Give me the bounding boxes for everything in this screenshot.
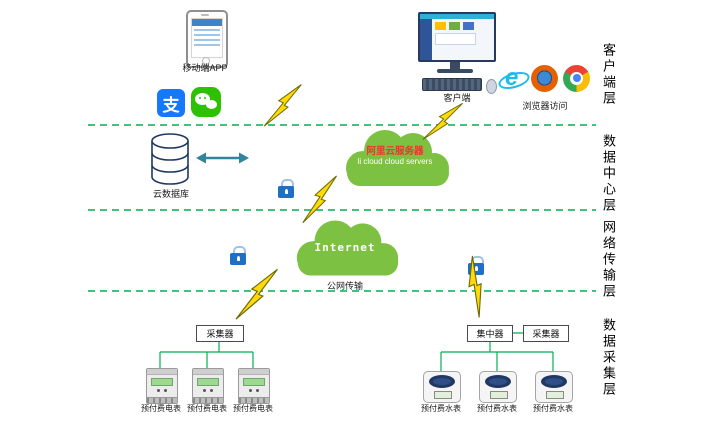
electric-meter-label: 预付费电表 <box>141 404 181 413</box>
chrome-browser-icon <box>563 64 590 92</box>
layer-label-client: 客户端层 <box>601 43 616 107</box>
db-cloud-arrow <box>196 152 249 164</box>
internet-cloud: Internet <box>286 214 404 284</box>
collector-right-box: 采集器 <box>523 325 569 342</box>
mobile-phone-icon <box>186 10 228 68</box>
water-meter <box>535 371 573 403</box>
collector-tree-right <box>440 332 554 371</box>
water-meter <box>479 371 517 403</box>
electric-meter <box>146 368 178 404</box>
browser-icons: e <box>496 64 592 93</box>
internet-label: Internet <box>314 241 376 254</box>
water-meter <box>423 371 461 403</box>
water-meter-label: 预付费水表 <box>477 404 517 413</box>
electric-meter <box>238 368 270 404</box>
collector-left-box: 采集器 <box>196 325 244 342</box>
ali-cloud-subtitle: li cloud cloud servers <box>357 157 433 166</box>
water-meter-label: 预付费水表 <box>533 404 573 413</box>
mouse-icon <box>486 79 497 94</box>
concentrator-box: 集中器 <box>467 325 513 342</box>
water-meter-label: 预付费水表 <box>421 404 461 413</box>
layer-label-datacenter: 数据中心层 <box>601 134 616 214</box>
phone-screen <box>191 18 223 58</box>
electric-meter-label: 预付费电表 <box>187 404 227 413</box>
browser-access-label: 浏览器访问 <box>522 101 568 111</box>
monitor-screen <box>418 12 496 62</box>
monitor-stand <box>450 62 460 69</box>
cloud-database-icon <box>149 131 191 187</box>
desktop-computer-icon <box>418 12 498 98</box>
alipay-icon: 支 <box>157 89 185 117</box>
ie-glyph: e <box>505 64 519 91</box>
wechat-icon <box>191 87 221 117</box>
ali-cloud-server: 阿里云服务器 li cloud cloud servers <box>333 124 457 194</box>
lightning-bolt <box>422 102 464 140</box>
security-lock-icon <box>230 246 246 265</box>
lightning-bolt <box>263 84 302 127</box>
cloud-db-label: 云数据库 <box>152 189 189 199</box>
lightning-bolt <box>235 268 278 320</box>
phone-home-button <box>202 57 210 65</box>
electric-meter-label: 预付费电表 <box>233 404 273 413</box>
monitor-base <box>437 69 473 73</box>
client-label: 客户端 <box>443 93 471 103</box>
electric-meter <box>192 368 224 404</box>
security-lock-icon <box>278 179 294 198</box>
firefox-browser-icon <box>531 64 558 92</box>
alipay-glyph: 支 <box>162 95 180 115</box>
phone-speaker <box>201 14 209 16</box>
public-network-label: 公网传输 <box>326 281 363 291</box>
lightning-bolt <box>302 175 337 224</box>
lightning-bolt <box>468 255 482 318</box>
layer-label-collection: 数据采集层 <box>601 318 616 398</box>
mobile-app-label: 移动端APP <box>182 63 228 73</box>
collector-tree-left <box>159 340 254 368</box>
ie-browser-icon: e <box>496 64 532 93</box>
ali-cloud-title: 阿里云服务器 <box>366 146 424 157</box>
keyboard-icon <box>422 78 482 91</box>
layer-label-network: 网络传输层 <box>601 220 616 300</box>
